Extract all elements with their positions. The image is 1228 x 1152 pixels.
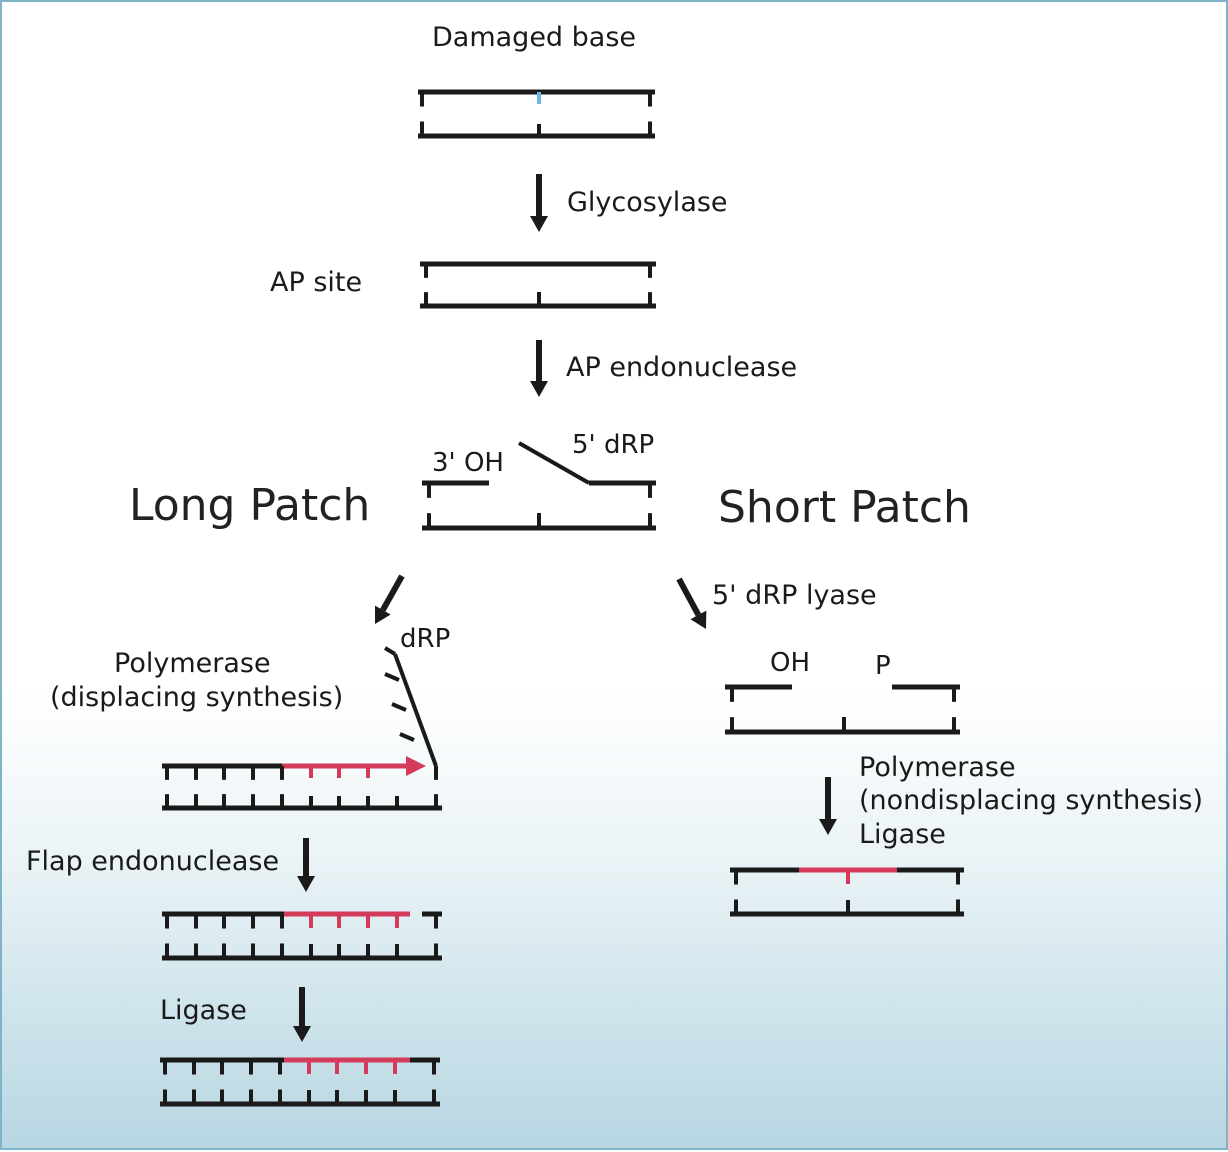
drp-flap xyxy=(518,441,590,485)
dna-nicked xyxy=(422,441,656,531)
arrow-head xyxy=(690,610,707,629)
drp-end xyxy=(383,646,397,656)
arrow-head xyxy=(297,876,315,892)
label-ligase-short: Ligase xyxy=(859,819,946,850)
arrow-polymerase-short xyxy=(819,777,837,835)
label-glycosylase: Glycosylase xyxy=(567,187,728,218)
dna-long-ligated xyxy=(160,1057,440,1107)
arrow-short-patch xyxy=(676,577,707,629)
arrow-ligase-long xyxy=(293,987,311,1042)
arrow-ap-endonuclease xyxy=(530,340,548,397)
label-oh: OH xyxy=(770,648,811,678)
arrow-glycosylase xyxy=(530,174,548,232)
label-polymerase-long: Polymerase xyxy=(114,648,271,679)
arrow-shaft xyxy=(676,577,702,617)
dna-long-flap-removed xyxy=(162,911,442,961)
flap-base xyxy=(391,702,407,712)
label-polymerase-short: Polymerase xyxy=(859,752,1016,783)
label-p: P xyxy=(875,651,891,681)
arrow-head xyxy=(530,216,548,232)
label-displacing-synthesis: (displacing synthesis) xyxy=(50,682,344,713)
flap-base xyxy=(384,672,400,682)
displaced-flap xyxy=(393,653,438,767)
arrow-head xyxy=(293,1026,311,1042)
label-drp: dRP xyxy=(400,624,451,654)
arrow-head xyxy=(530,381,548,397)
dna-short-repaired xyxy=(730,867,964,917)
label-5-drp: 5' dRP xyxy=(572,430,655,460)
label-ap-site: AP site xyxy=(270,267,363,298)
flap-base xyxy=(399,732,415,742)
label-3-oh: 3' OH xyxy=(432,448,504,478)
label-ap-endonuclease: AP endonuclease xyxy=(566,352,798,383)
label-flap-endonuclease: Flap endonuclease xyxy=(26,846,280,877)
dna-ap-site xyxy=(420,261,656,309)
dna-short-gapped xyxy=(725,684,960,735)
label-ligase-long: Ligase xyxy=(160,995,247,1026)
label-drp-lyase: 5' dRP lyase xyxy=(712,580,877,611)
label-nondisplacing-synthesis: (nondisplacing synthesis) xyxy=(859,785,1203,816)
arrow-head xyxy=(819,819,837,835)
arrow-flap-endonuclease xyxy=(297,838,315,892)
arrow-long-patch xyxy=(375,574,405,624)
arrow-shaft xyxy=(380,574,405,612)
label-long-patch: Long Patch xyxy=(129,480,371,531)
label-short-patch: Short Patch xyxy=(718,482,971,533)
dna-long-displacing xyxy=(162,646,442,811)
synthesis-arrow-head xyxy=(406,756,426,776)
arrow-head xyxy=(375,605,391,624)
dna-damaged-base xyxy=(418,89,655,139)
label-damaged-base: Damaged base xyxy=(432,22,637,53)
